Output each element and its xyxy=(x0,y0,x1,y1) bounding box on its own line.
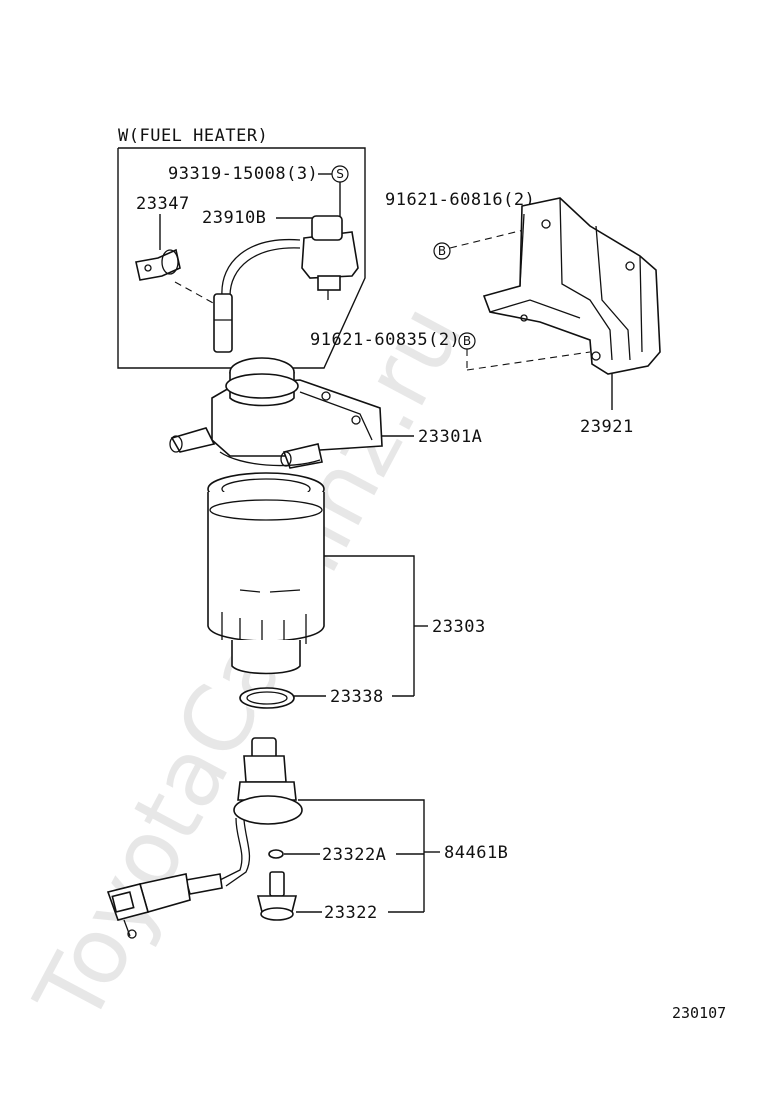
plug-23322 xyxy=(256,871,298,921)
washer-23322A xyxy=(268,849,284,859)
bracket-group: 91621-60816(2) B 91621-60835(2) B 23921 xyxy=(310,190,661,437)
bracket-23303 xyxy=(324,555,428,696)
callout-23921: 23921 xyxy=(580,417,634,437)
fuel-heater-box: W(FUEL HEATER) 93319-15008(3) S 23347 23… xyxy=(117,126,366,369)
filter-head-23301A xyxy=(169,357,383,469)
bracket-23921 xyxy=(482,197,661,375)
marker-b1 xyxy=(433,242,451,260)
callout-23338: 23338 xyxy=(330,687,384,707)
callout-23301A: 23301A xyxy=(418,427,482,447)
marker-s-text: S xyxy=(336,167,344,181)
oring-23338 xyxy=(239,687,295,709)
callout-23303: 23303 xyxy=(432,617,486,637)
clip-23347 xyxy=(135,248,181,281)
sensor-84461B xyxy=(106,737,303,939)
filter-23303 xyxy=(207,472,325,675)
callout-93319-15008: 93319-15008(3) xyxy=(168,164,318,184)
heater-23910B xyxy=(213,215,359,353)
callout-23322A: 23322A xyxy=(322,845,386,865)
bracket-84461B xyxy=(298,799,440,912)
callout-23322: 23322 xyxy=(324,903,378,923)
marker-b2-text: B xyxy=(463,334,471,348)
marker-b1-text: B xyxy=(438,244,446,258)
callout-23910B: 23910B xyxy=(202,208,266,228)
callout-91621-60816: 91621-60816(2) xyxy=(385,190,535,210)
callout-91621-60835: 91621-60835(2) xyxy=(310,330,460,350)
box-title: W(FUEL HEATER) xyxy=(118,126,268,146)
callout-23347: 23347 xyxy=(136,194,190,214)
callout-84461B: 84461B xyxy=(444,843,508,863)
diagram-code: 230107 xyxy=(672,1004,726,1022)
